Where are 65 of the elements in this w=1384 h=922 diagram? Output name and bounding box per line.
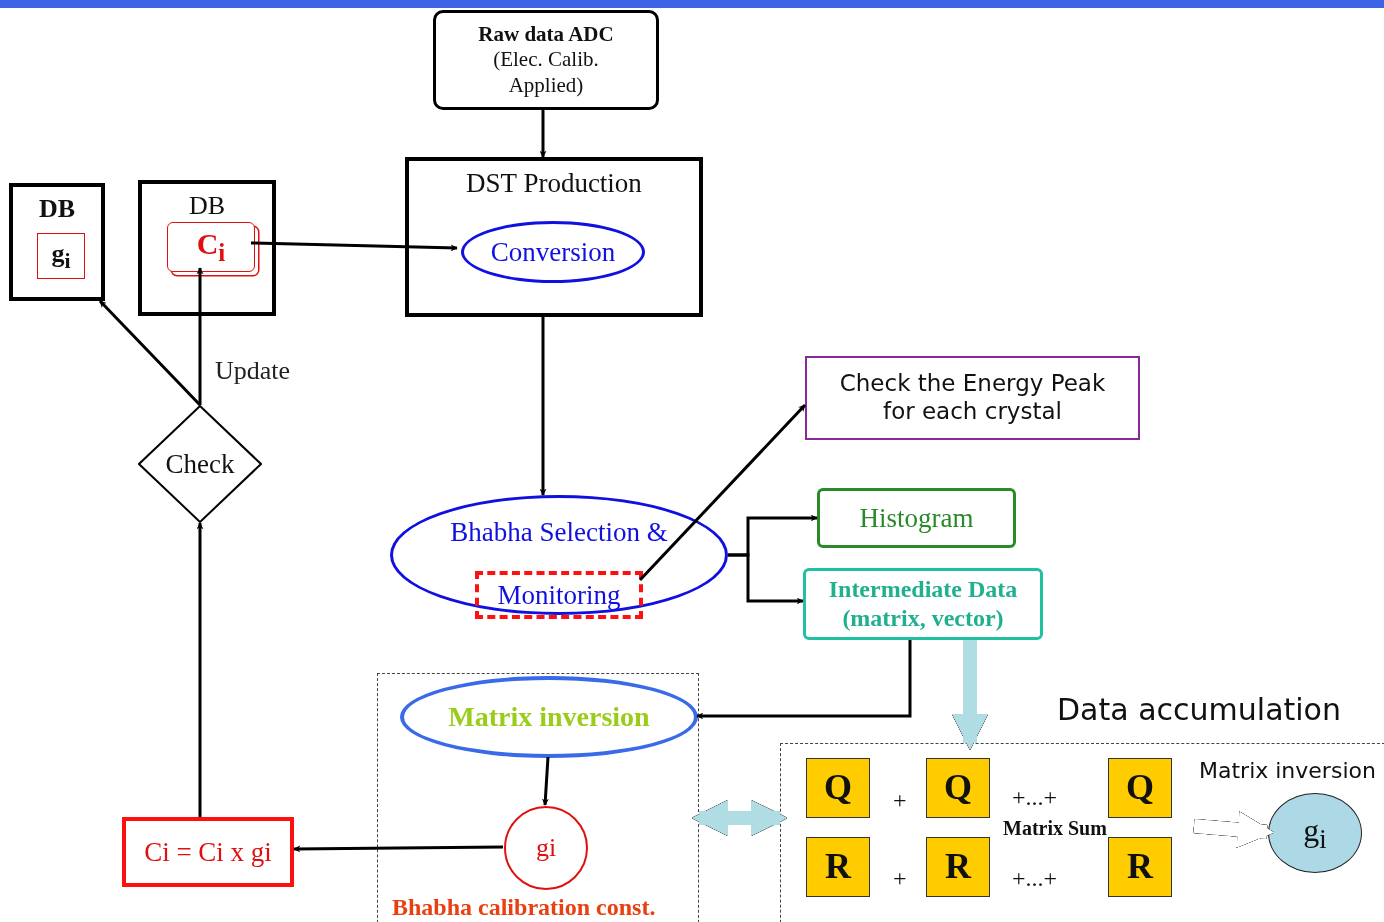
- sum-ellipsis: +...+: [1012, 865, 1058, 892]
- beside-label: Matrix inversion: [1199, 758, 1376, 785]
- process-box: [405, 157, 703, 317]
- formula-box: [122, 817, 294, 887]
- highlight-box: [475, 571, 643, 619]
- matrix-tile: [806, 837, 870, 897]
- node-label: DB: [188, 190, 226, 222]
- arrow: [250, 241, 458, 252]
- matrix-tile: [1108, 837, 1172, 897]
- node-label: Data accumulation: [1057, 692, 1341, 728]
- arrow: [98, 299, 202, 407]
- block-arrow: [951, 640, 989, 751]
- arrow: [541, 756, 550, 806]
- node-label: Histogram: [859, 501, 974, 535]
- node-label: Check the Energy Peak for each crystal: [838, 370, 1107, 426]
- node-label: Check: [165, 447, 235, 481]
- node-label: Matrix inversion: [448, 700, 650, 734]
- matrix-letter: Q: [824, 766, 852, 810]
- input-box: [433, 10, 659, 110]
- block-arrow: [691, 799, 788, 837]
- node-label: DST Production: [466, 167, 642, 200]
- node-label: Conversion: [490, 235, 616, 269]
- node-label: Bhabha calibration const.: [392, 893, 656, 922]
- node-label: Intermediate Data (matrix, vector): [827, 575, 1019, 633]
- node-label: Ci = Ci x gi: [144, 835, 272, 869]
- arrow: [539, 317, 547, 496]
- matrix-letter: R: [825, 845, 851, 889]
- arrow: [696, 640, 912, 720]
- node-label: gi: [535, 832, 557, 864]
- process-ellipse: [461, 221, 645, 283]
- arrow: [196, 522, 204, 817]
- matrix-tile: [806, 758, 870, 818]
- value-box: [37, 233, 85, 279]
- node-label: DB: [38, 193, 76, 225]
- node-label: Bhabha Selection &: [450, 516, 668, 549]
- dashed-region: [377, 673, 699, 922]
- node-label: Raw data ADC (Elec. Calib. Applied): [477, 22, 615, 98]
- matrix-letter: R: [945, 845, 971, 889]
- arrow: [728, 553, 804, 605]
- arrow: [638, 403, 807, 582]
- decision-diamond: [138, 405, 262, 523]
- plus-sign: +: [893, 865, 907, 892]
- plus-sign: +: [893, 787, 907, 814]
- database-box: [138, 180, 276, 316]
- database-box: [9, 183, 105, 301]
- matrix-letter: Q: [1126, 766, 1154, 810]
- matrix-tile: [1108, 758, 1172, 818]
- matrix-letter: R: [1127, 845, 1153, 889]
- matrix-letter: Q: [944, 766, 972, 810]
- result-circle: [504, 806, 588, 890]
- arrow: [196, 267, 204, 405]
- sum-label: Matrix Sum: [1003, 817, 1107, 840]
- arrow: [539, 110, 547, 158]
- process-ellipse: [400, 676, 698, 758]
- node-label: C$_{i}$: [196, 226, 226, 268]
- node-label: Monitoring: [497, 578, 621, 612]
- matrix-tile: [926, 837, 990, 897]
- sum-ellipsis: +...+: [1012, 784, 1058, 811]
- node-label: g$_{i}$: [51, 237, 71, 275]
- note-box: [805, 356, 1140, 440]
- output-box: [817, 488, 1016, 548]
- node-label: g$_{i}$: [1303, 810, 1327, 856]
- arrow: [293, 845, 503, 853]
- matrix-tile: [926, 758, 990, 818]
- output-box: [803, 568, 1043, 640]
